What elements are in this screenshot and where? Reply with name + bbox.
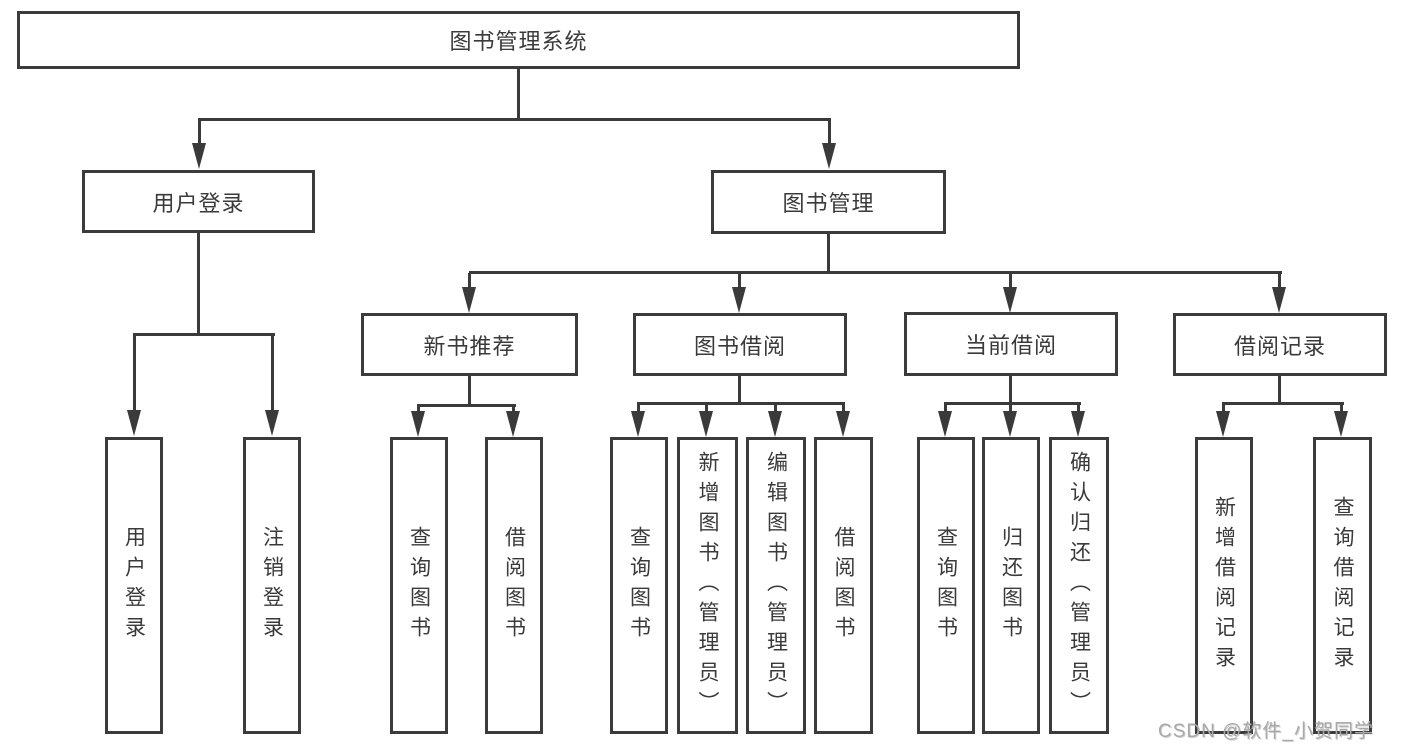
arrowhead-down-icon [938, 411, 952, 437]
connector-line [637, 404, 640, 413]
arrowhead-down-icon [768, 411, 782, 437]
connector-line [417, 404, 516, 407]
connector-line [1278, 273, 1281, 289]
leaf-label: 注销登录 [260, 525, 284, 646]
arrowhead-down-icon [265, 410, 279, 436]
csdn-watermark: CSDN @软件_小贺同学 [1158, 721, 1374, 742]
arrowhead-down-icon [1003, 287, 1017, 313]
leaf-query-books-recommend: 查询图书 [390, 437, 448, 734]
connector-line [512, 406, 515, 414]
connector-line [1009, 273, 1012, 289]
connector-line [468, 376, 471, 407]
leaf-confirm-return-admin: 确认归还（管理员） [1049, 437, 1109, 734]
connector-line [1278, 376, 1281, 405]
leaf-label: 查询图书 [934, 525, 958, 646]
connector-line [198, 120, 201, 146]
leaf-label: 编辑图书（管理员） [764, 450, 788, 721]
leaf-label: 查询图书 [407, 525, 431, 646]
leaf-edit-books-admin: 编辑图书（管理员） [746, 437, 806, 734]
leaf-label: 用户登录 [122, 525, 146, 646]
arrowhead-down-icon [631, 411, 645, 437]
connector-line [1222, 402, 1344, 405]
arrowhead-down-icon [1003, 411, 1017, 437]
connector-line [197, 233, 200, 336]
node-book-management: 图书管理 [711, 170, 946, 234]
connector-line [827, 234, 830, 274]
arrowhead-down-icon [462, 287, 476, 313]
connector-line [1222, 404, 1225, 413]
arrowhead-down-icon [192, 143, 206, 169]
leaf-user-login: 用户登录 [105, 437, 163, 734]
leaf-label: 查询借阅记录 [1331, 495, 1354, 676]
leaf-label: 确认归还（管理员） [1067, 450, 1091, 721]
leaf-label: 新增借阅记录 [1212, 495, 1236, 676]
connector-line [469, 271, 1282, 274]
node-user-login: 用户登录 [82, 170, 315, 233]
node-library-management-system: 图书管理系统 [17, 11, 1020, 69]
leaf-label: 借阅图书 [502, 525, 526, 646]
connector-line [944, 404, 947, 413]
node-borrow-records: 借阅记录 [1173, 313, 1387, 376]
node-current-borrow: 当前借阅 [904, 312, 1118, 376]
leaf-label: 新增图书（管理员） [696, 450, 719, 721]
leaf-label: 归还图书 [999, 525, 1023, 646]
leaf-borrow-books: 借阅图书 [814, 437, 873, 734]
node-book-borrow: 图书借阅 [633, 313, 847, 376]
leaf-borrow-books-recommend: 借阅图书 [485, 437, 543, 734]
arrowhead-down-icon [1272, 287, 1286, 313]
connector-line [133, 335, 136, 411]
leaf-query-books-borrow: 查询图书 [610, 437, 668, 734]
connector-line [944, 402, 1081, 405]
arrowhead-down-icon [822, 143, 836, 169]
arrowhead-down-icon [836, 411, 850, 437]
connector-line [1077, 404, 1080, 413]
leaf-label: 查询图书 [627, 525, 651, 646]
connector-line [417, 406, 420, 414]
node-new-book-recommend: 新书推荐 [361, 313, 578, 376]
connector-line [468, 273, 471, 289]
connector-line [705, 404, 708, 413]
connector-line [637, 402, 845, 405]
arrowhead-down-icon [1216, 411, 1230, 437]
connector-line [1009, 404, 1012, 413]
connector-line [842, 404, 845, 413]
connector-line [198, 118, 831, 121]
connector-line [774, 404, 777, 413]
leaf-query-books-current: 查询图书 [917, 437, 975, 734]
arrowhead-down-icon [1071, 411, 1085, 437]
connector-line [828, 120, 831, 146]
arrowhead-down-icon [411, 411, 425, 437]
connector-line [1009, 375, 1012, 405]
leaf-label: 借阅图书 [832, 525, 855, 646]
leaf-add-books-admin: 新增图书（管理员） [677, 437, 738, 734]
arrowhead-down-icon [127, 410, 141, 436]
leaf-logout: 注销登录 [243, 437, 301, 734]
connector-line [271, 335, 274, 411]
leaf-return-books: 归还图书 [982, 437, 1040, 734]
connector-line [517, 68, 520, 120]
connector-line [133, 333, 275, 336]
connector-line [738, 273, 741, 289]
arrowhead-down-icon [506, 411, 520, 437]
arrowhead-down-icon [1334, 411, 1348, 437]
arrowhead-down-icon [732, 287, 746, 313]
arrowhead-down-icon [699, 411, 713, 437]
leaf-query-borrow-record: 查询借阅记录 [1313, 437, 1372, 734]
connector-line [1340, 404, 1343, 413]
leaf-add-borrow-record: 新增借阅记录 [1195, 437, 1253, 734]
connector-line [738, 376, 741, 405]
